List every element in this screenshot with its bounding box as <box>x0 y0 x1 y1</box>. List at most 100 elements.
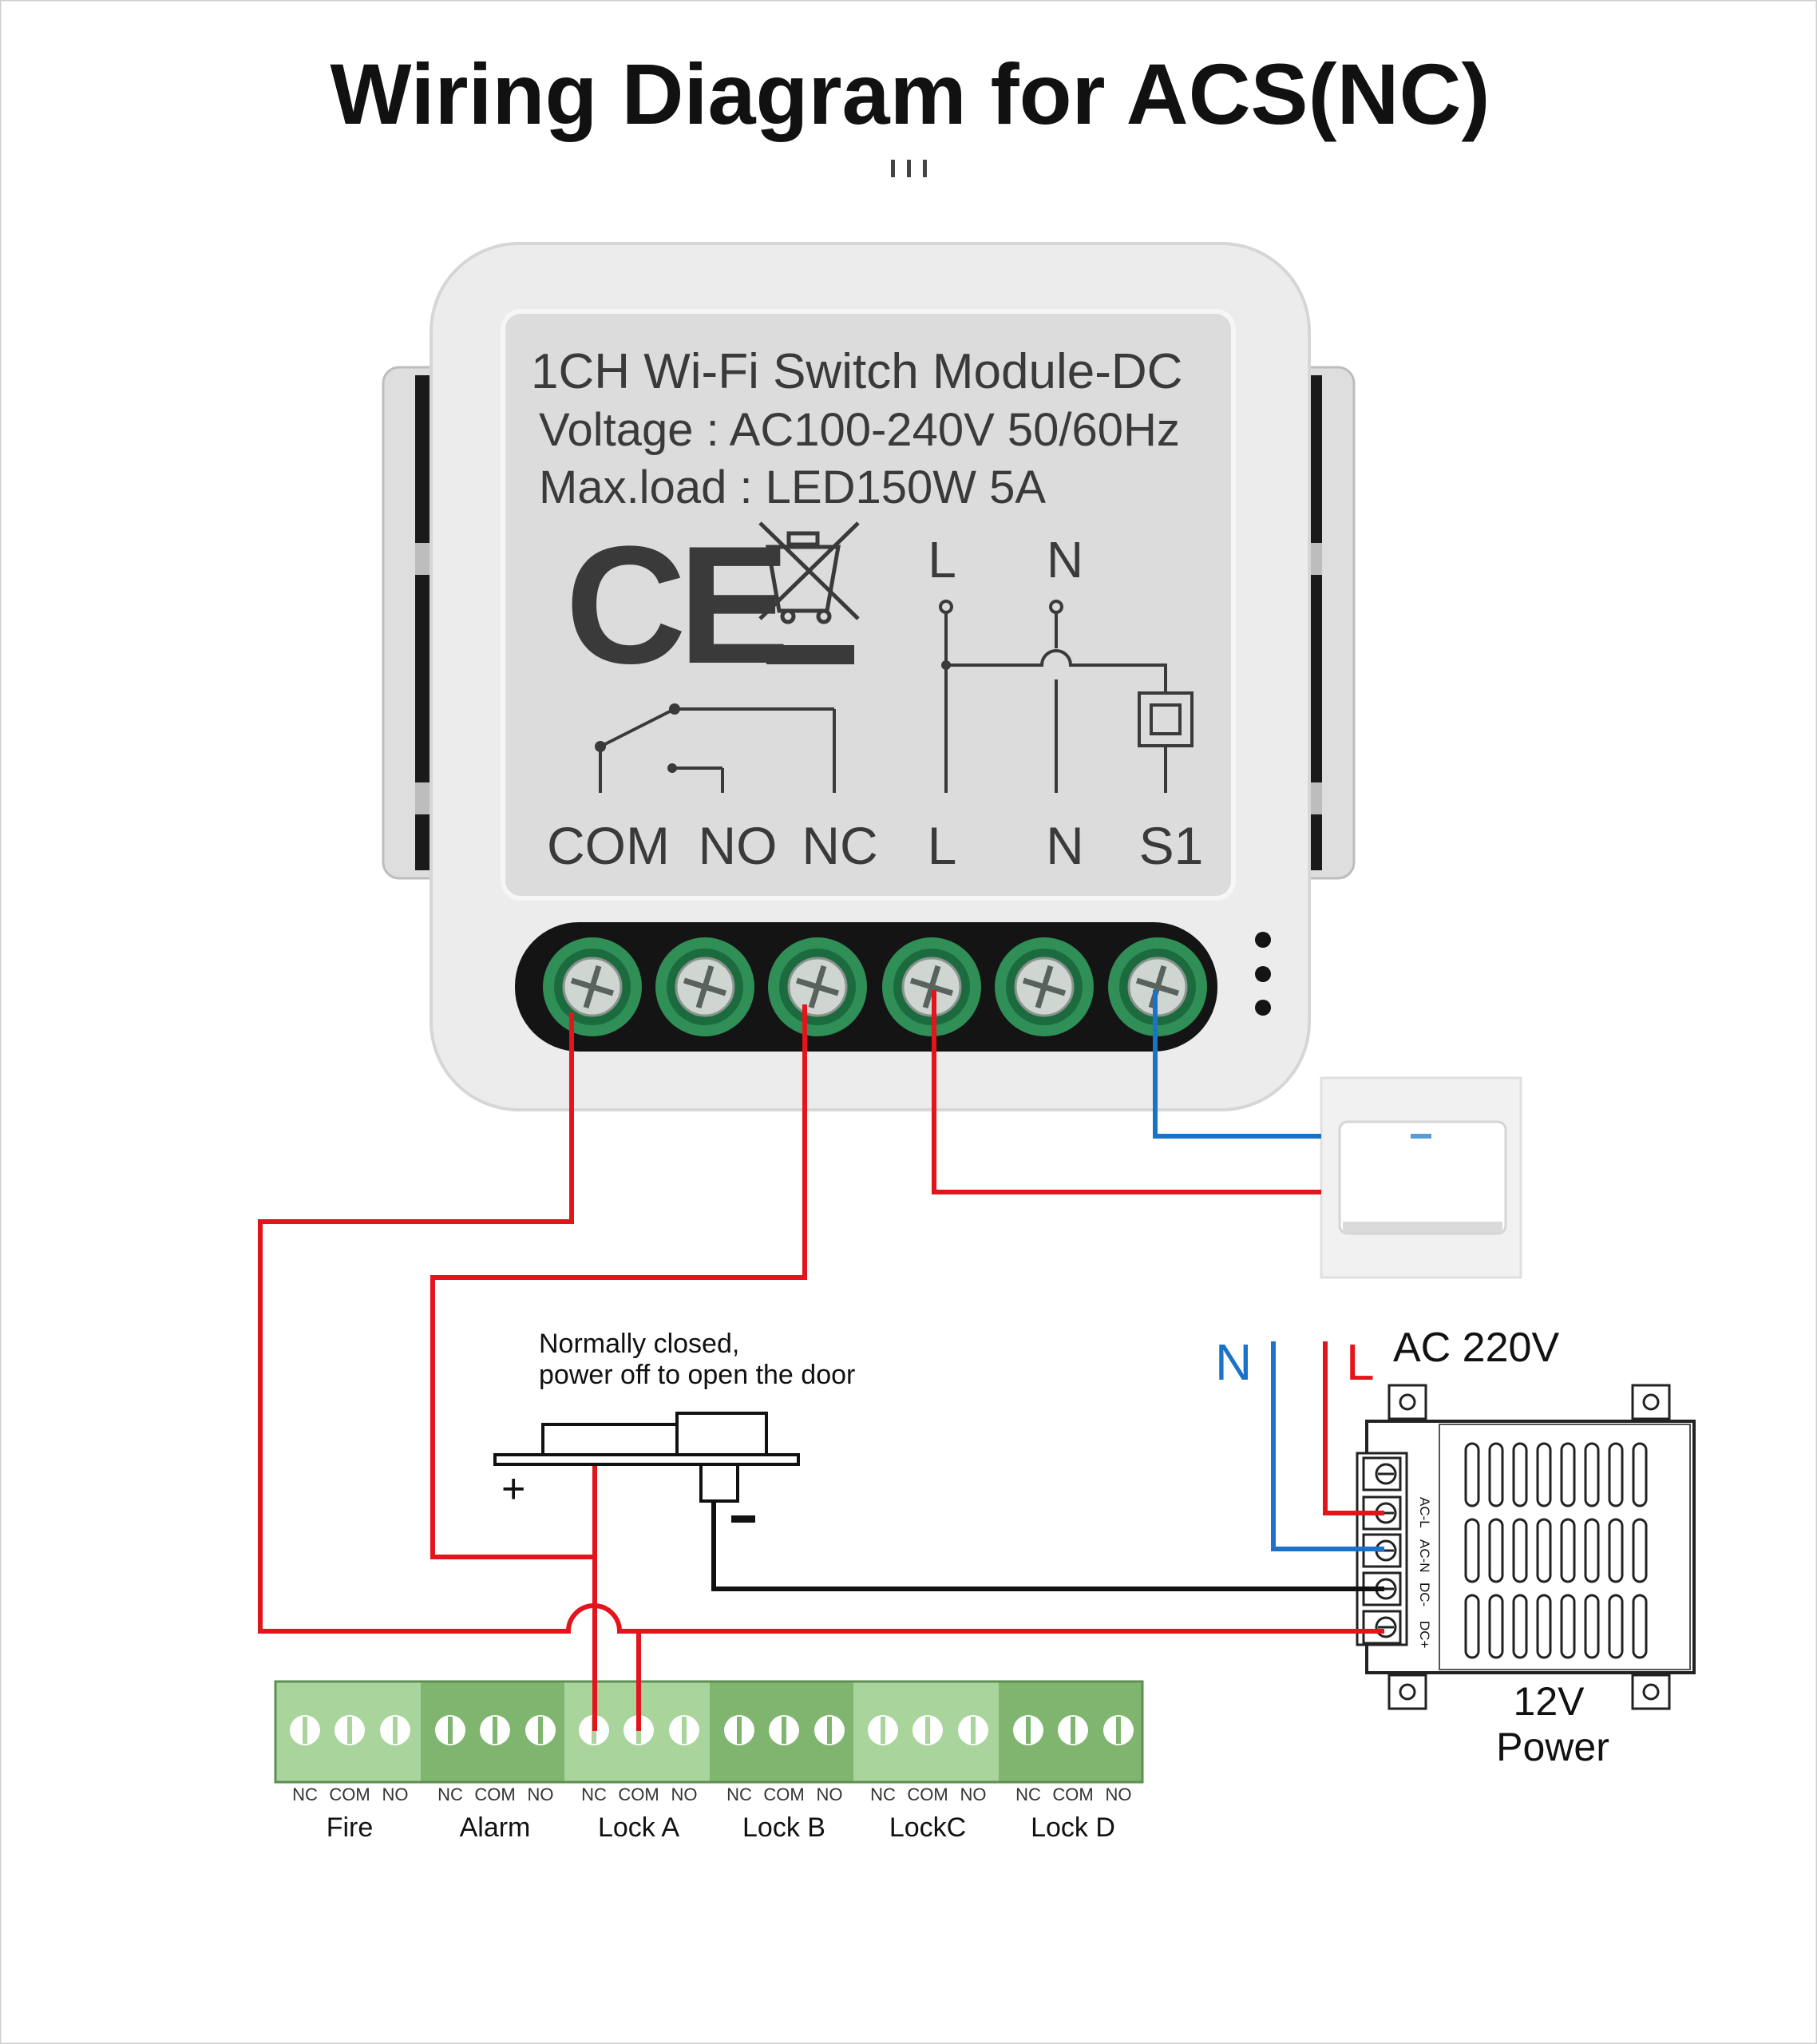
module-voltage: Voltage : AC100-240V 50/60Hz <box>539 404 1180 456</box>
controller-sub-label: NO <box>671 1785 698 1804</box>
module-screw-s1[interactable] <box>1108 937 1207 1036</box>
terminal-label-n: N <box>1046 816 1084 875</box>
controller-sub-label: NC <box>437 1785 463 1804</box>
module-screw-n[interactable] <box>995 937 1094 1036</box>
divider-mark <box>891 160 927 177</box>
wall-switch-indicator <box>1411 1134 1431 1139</box>
controller-screw[interactable] <box>814 1715 845 1745</box>
terminal-label-s1: S1 <box>1139 816 1204 875</box>
vent-slot <box>1632 1518 1648 1583</box>
controller-sub-label: NO <box>382 1785 409 1804</box>
controller-screw[interactable] <box>868 1715 898 1745</box>
module-name: 1CH Wi-Fi Switch Module-DC <box>531 344 1182 399</box>
vent-slot <box>1536 1594 1552 1659</box>
controller-group-label: Lock B <box>742 1812 825 1843</box>
controller-sub-label: NO <box>528 1785 554 1804</box>
switch-module: 1CH Wi-Fi Switch Module-DC Voltage : AC1… <box>382 242 1356 1111</box>
power-supply-name-1: 12V <box>1514 1679 1585 1724</box>
controller-screw[interactable] <box>769 1715 799 1745</box>
vent-slot <box>1464 1442 1480 1507</box>
power-supply-vents <box>1464 1442 1648 1659</box>
wire-ac-neutral <box>1271 1341 1384 1551</box>
door-lock <box>493 1412 800 1503</box>
vent-slot <box>1560 1594 1576 1659</box>
ce-mark: CE <box>565 511 784 699</box>
controller-sub-label: NC <box>292 1785 318 1804</box>
vent-slot <box>1584 1442 1600 1507</box>
ps-terminal-screw[interactable] <box>1362 1456 1402 1491</box>
lock-plus-label: + <box>501 1466 525 1512</box>
module-screw-com[interactable] <box>543 937 642 1036</box>
wire-lock-minus-to-dc-minus <box>711 1501 1384 1591</box>
controller-sub-label: COM <box>474 1785 515 1804</box>
controller-sub-label: COM <box>1052 1785 1093 1804</box>
vent-slot <box>1536 1442 1552 1507</box>
controller-sub-label: NC <box>870 1785 896 1804</box>
module-screw-nc[interactable] <box>768 937 867 1036</box>
controller-sub-label: COM <box>763 1785 804 1804</box>
vent-slot <box>1464 1518 1480 1583</box>
controller-screw[interactable] <box>912 1715 943 1745</box>
vent-slot <box>1488 1594 1504 1659</box>
vent-slot <box>1560 1442 1576 1507</box>
wall-switch <box>1320 1076 1522 1279</box>
wire-nc-to-lock-plus <box>430 1004 807 1559</box>
wall-switch-rocker <box>1338 1120 1507 1235</box>
terminal-label-com: COM <box>547 816 670 875</box>
controller-screw[interactable] <box>669 1715 699 1745</box>
ac-neutral-label: N <box>1215 1333 1252 1391</box>
controller-screw[interactable] <box>958 1715 988 1745</box>
vent-slot <box>1584 1518 1600 1583</box>
vent-slot <box>1632 1442 1648 1507</box>
controller-sub-label: NC <box>581 1785 607 1804</box>
module-label-panel <box>501 309 1236 901</box>
controller-screw[interactable] <box>1013 1715 1043 1745</box>
controller-sub-label: COM <box>907 1785 948 1804</box>
lock-note-line-2: power off to open the door <box>539 1360 855 1390</box>
vent-slot <box>1512 1594 1528 1659</box>
controller-group-label: Fire <box>327 1812 374 1843</box>
controller-sub-label: COM <box>618 1785 659 1804</box>
vent-slot <box>1608 1442 1624 1507</box>
module-screw-terminals <box>543 937 1207 1036</box>
terminal-label-no: NO <box>699 816 778 875</box>
controller-screw[interactable] <box>380 1715 410 1745</box>
terminal-label-l: L <box>928 816 957 875</box>
controller-screw[interactable] <box>335 1715 365 1745</box>
vent-slot <box>1512 1518 1528 1583</box>
controller-screw[interactable] <box>435 1715 465 1745</box>
module-screw-l[interactable] <box>882 937 981 1036</box>
module-max-load: Max.load : LED150W 5A <box>539 461 1046 513</box>
controller-screw[interactable] <box>290 1715 320 1745</box>
weee-bin-icon <box>758 521 860 664</box>
controller-screw[interactable] <box>480 1715 510 1745</box>
lock-note-line-1: Normally closed, <box>539 1329 739 1359</box>
controller-screw-terminals <box>290 1715 1134 1745</box>
access-controller-strip <box>274 1680 1144 1784</box>
controller-sub-label: NO <box>817 1785 843 1804</box>
vent-slot <box>1488 1518 1504 1583</box>
controller-screw[interactable] <box>1103 1715 1134 1745</box>
vent-slot <box>1584 1594 1600 1659</box>
ps-terminal-screw[interactable] <box>1362 1610 1402 1645</box>
terminal-label-nc: NC <box>802 816 877 875</box>
controller-sub-label: NO <box>960 1785 987 1804</box>
vent-slot <box>1536 1518 1552 1583</box>
controller-group-label: Lock A <box>598 1812 679 1843</box>
wire-ac-live <box>1323 1341 1384 1515</box>
controller-sub-label: NO <box>1106 1785 1132 1804</box>
vent-slot <box>1488 1442 1504 1507</box>
wire-s1-to-switch <box>1153 990 1321 1139</box>
vent-slot <box>1632 1594 1648 1659</box>
controller-screw[interactable] <box>1058 1715 1088 1745</box>
controller-screw[interactable] <box>724 1715 754 1745</box>
module-screw-no[interactable] <box>655 937 754 1036</box>
ps-pin-label-acl: AC-L <box>1417 1497 1432 1528</box>
lock-minus-label <box>731 1515 755 1523</box>
ac-live-label: L <box>1346 1333 1375 1391</box>
controller-screw[interactable] <box>525 1715 556 1745</box>
ps-pin-label-dc-minus: DC- <box>1417 1583 1432 1606</box>
module-schematic <box>599 612 1194 793</box>
ac-input-label: AC 220V <box>1393 1325 1559 1371</box>
